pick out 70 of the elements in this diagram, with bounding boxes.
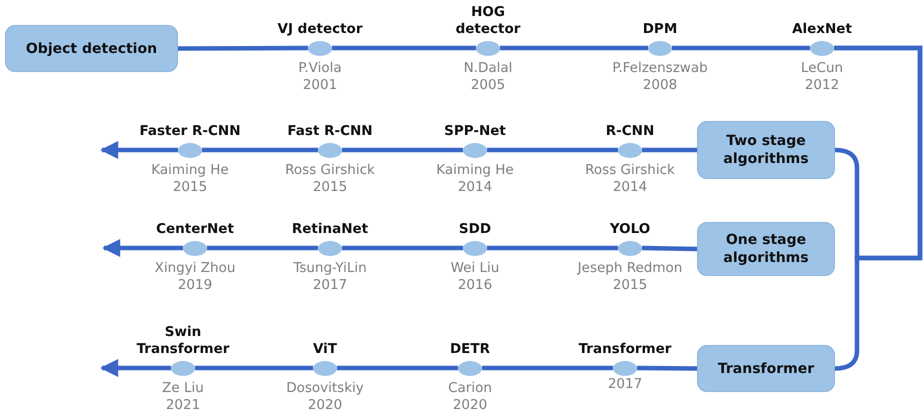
connector-line (500, 46, 648, 50)
year-label: 2017 (608, 376, 642, 392)
author-name: Ze Liu (162, 380, 204, 396)
author-name: Ross Girshick (585, 162, 675, 178)
connector-line (178, 46, 308, 51)
author-name: Dosovitskiy (286, 380, 364, 396)
milestone-name: SDD (458, 220, 492, 238)
year-label: 2014 (612, 178, 648, 196)
author-name: P.Felzenszwab (612, 60, 708, 76)
connector-line (487, 246, 618, 250)
category-box: Two stage algorithms (697, 121, 835, 179)
author-name: Wei Liu (450, 260, 500, 276)
category-box: Object detection (5, 25, 178, 72)
connector-line (342, 246, 463, 250)
year-label: 2016 (458, 276, 492, 294)
year-label: 2001 (302, 76, 338, 94)
milestone-name: YOLO (610, 220, 650, 238)
arrow (102, 239, 183, 257)
milestone-name: AlexNet (792, 20, 852, 38)
connector-line (672, 46, 810, 50)
author-name: Jeseph Redmon (578, 260, 682, 276)
connector-line (487, 148, 618, 152)
year-label: 2015 (612, 276, 648, 294)
year-label: 2008 (642, 76, 678, 94)
connector-line (642, 148, 697, 152)
year-label: 2021 (166, 396, 200, 410)
author-name: Xingyi Zhou (154, 260, 236, 276)
year-label: 2015 (312, 178, 348, 196)
connector-line (207, 246, 318, 250)
author-name: Tsung-YiLin (293, 260, 367, 276)
year-label: 2012 (804, 76, 840, 94)
milestone-name: DETR (450, 340, 490, 358)
milestone-name: ViT (312, 340, 338, 358)
connector-line (195, 366, 313, 370)
milestone-name: Fast R-CNN (287, 122, 373, 140)
year-label: 2005 (470, 76, 506, 94)
arrow (100, 359, 171, 377)
connector-line (342, 148, 463, 152)
milestone-name: HOG detector (454, 4, 522, 38)
connector-line (337, 366, 458, 370)
author-name: Kaiming He (436, 162, 514, 178)
connector-line (636, 366, 698, 371)
milestone-name: VJ detector (278, 20, 362, 38)
author-name: Kaiming He (151, 162, 229, 178)
milestone-name: SPP-Net (444, 122, 506, 140)
milestone-name: RetinaNet (292, 220, 368, 238)
author-name: LeCun (800, 60, 844, 76)
connector-line (642, 246, 698, 252)
milestone-name: Transformer (578, 340, 672, 358)
connector-line (482, 366, 613, 370)
author-name: Carion (448, 380, 492, 396)
milestone-name: Faster R-CNN (139, 122, 241, 140)
connector-line (332, 46, 476, 50)
arrow (100, 141, 178, 159)
category-box: One stage algorithms (697, 222, 835, 276)
year-label: 2017 (312, 276, 348, 294)
milestone-name: CenterNet (156, 220, 234, 238)
category-box: Transformer (697, 345, 835, 392)
milestone-name: R-CNN (606, 122, 654, 140)
author-name: P.Viola (298, 60, 342, 76)
year-label: 2014 (458, 178, 492, 196)
milestone-name: DPM (642, 20, 678, 38)
milestone-name: Swin Transformer (136, 324, 230, 358)
author-name: Ross Girshick (285, 162, 375, 178)
year-label: 2020 (452, 396, 488, 410)
author-name: N.Dalal (464, 60, 512, 76)
connector-line (202, 148, 318, 152)
year-label: 2015 (172, 178, 208, 196)
year-label: 2019 (178, 276, 212, 294)
year-label: 2020 (308, 396, 342, 410)
